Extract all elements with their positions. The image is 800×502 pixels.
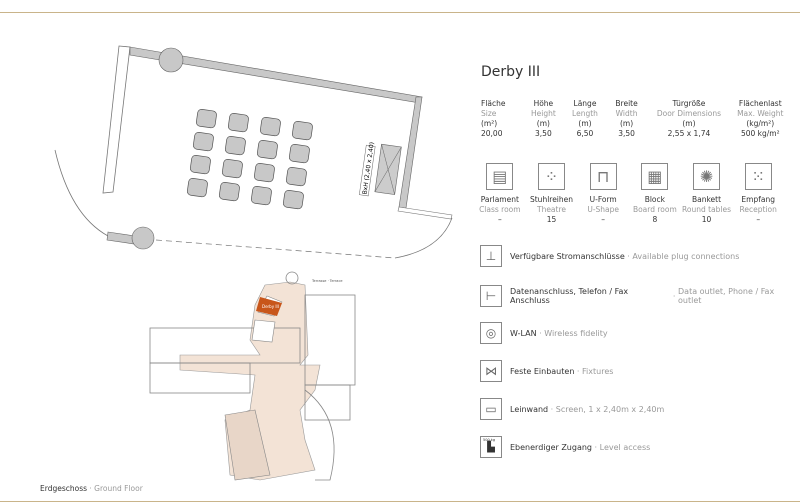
feature-0: ⊥ Verfügbare Stromanschlüsse · Available… xyxy=(480,245,739,267)
chair xyxy=(289,143,310,164)
site-plan: Derby III Terrasse · Terrace xyxy=(149,271,356,481)
chair xyxy=(257,139,278,160)
chair xyxy=(283,189,304,210)
chair xyxy=(286,166,307,187)
svg-text:Terrasse · Terrace: Terrasse · Terrace xyxy=(311,279,343,283)
classroom-icon: ▤ xyxy=(486,163,514,190)
data-outlet-icon: ⊢ xyxy=(480,285,502,307)
chair xyxy=(196,108,217,129)
screen: BxH (2,40 x 2,40) xyxy=(359,142,402,197)
feature-1: ⊢ Datenanschluss, Telefon / Fax Anschlus… xyxy=(480,285,800,307)
chair xyxy=(193,131,214,152)
room-plan: BxH (2,40 x 2,40) xyxy=(54,45,453,259)
svg-text:Derby III: Derby III xyxy=(262,304,279,309)
reception-icon: ⁙ xyxy=(744,163,772,190)
chair-grid xyxy=(187,108,313,210)
feature-3: ⋈ Feste Einbauten · Fixtures xyxy=(480,360,613,382)
chair xyxy=(219,181,240,202)
chair xyxy=(228,112,249,133)
chair xyxy=(187,177,208,198)
column xyxy=(158,47,184,73)
screen-icon: ▭ xyxy=(480,398,502,420)
feature-5: 500 kg▙ Ebenerdiger Zugang · Level acces… xyxy=(480,436,650,458)
chair xyxy=(254,162,275,183)
feature-4: ▭ Leinwand · Screen, 1 x 2,40m x 2,40m xyxy=(480,398,664,420)
chair xyxy=(251,185,272,206)
wall-right xyxy=(398,96,423,209)
boardroom-icon: ▦ xyxy=(641,163,669,190)
u-shape-icon: ⊓ xyxy=(589,163,617,190)
fixtures-icon: ⋈ xyxy=(480,360,502,382)
window-left xyxy=(102,45,131,194)
level-access-icon: 500 kg▙ xyxy=(480,436,502,458)
chair xyxy=(292,120,313,141)
room-title: Derby III xyxy=(481,64,541,80)
plug-icon: ⊥ xyxy=(480,245,502,267)
feature-2: ◎ W-LAN · Wireless fidelity xyxy=(480,322,608,344)
derby-iii-highlight xyxy=(256,297,282,316)
chair xyxy=(190,154,211,175)
round-tables-icon: ✺ xyxy=(693,163,721,190)
corridor xyxy=(179,281,321,481)
wlan-icon: ◎ xyxy=(480,322,502,344)
chair xyxy=(222,158,243,179)
chair xyxy=(260,116,281,137)
column xyxy=(131,226,155,250)
theatre-icon: ⁘ xyxy=(538,163,565,190)
chair xyxy=(225,135,246,156)
floor-label: Erdgeschoss · Ground Floor xyxy=(40,484,143,493)
